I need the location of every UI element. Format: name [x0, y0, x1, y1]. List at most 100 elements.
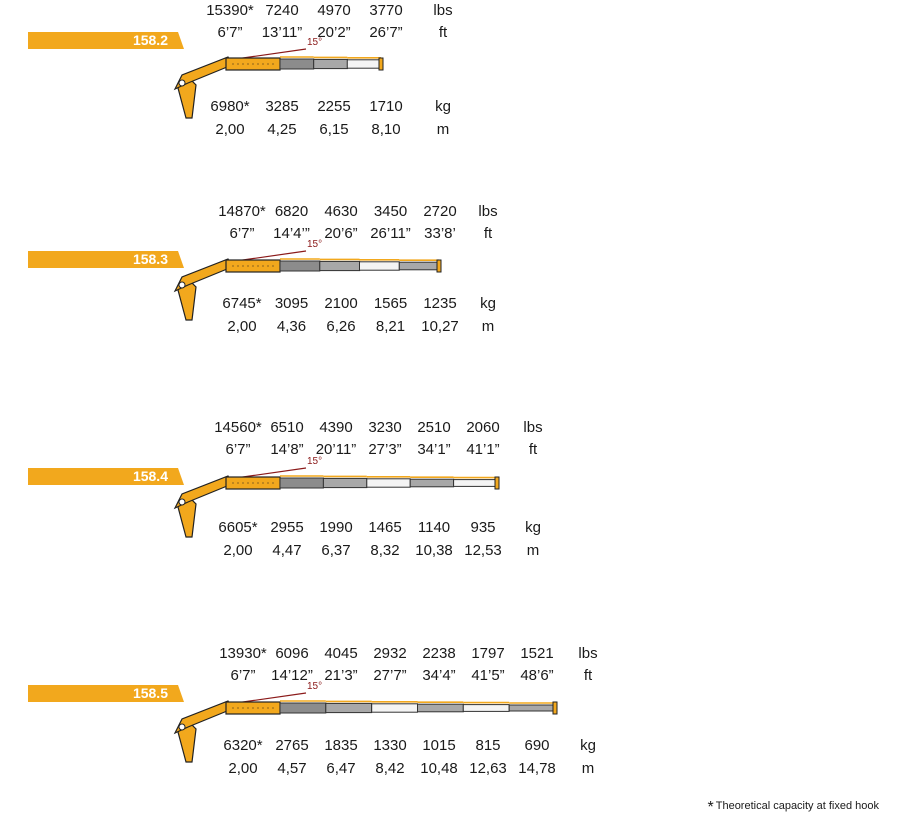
ft-value: 14’12” [271, 667, 313, 684]
ft-unit-label: ft [528, 441, 538, 458]
kg-value: 6980* [210, 98, 250, 115]
m-value: 8,10 [371, 121, 401, 138]
kg-value: 1710 [369, 98, 403, 115]
angle-line [235, 467, 307, 479]
kg-value: 1835 [324, 737, 358, 754]
lbs-unit-label: lbs [523, 419, 543, 436]
lbs-value: 7240 [265, 2, 299, 19]
m-value: 6,47 [326, 760, 356, 777]
lbs-value: 4970 [317, 2, 351, 19]
ft-value: 20’6” [324, 225, 358, 242]
m-value: 4,57 [277, 760, 307, 777]
model-tag: 158.2 [28, 32, 184, 49]
kg-value: 1990 [319, 519, 353, 536]
ft-unit-label: ft [438, 24, 448, 41]
crane-diagram [173, 48, 384, 119]
lbs-value: 6820 [274, 203, 309, 220]
kg-value: 690 [524, 737, 550, 754]
crane-boom-tip [436, 259, 442, 273]
kg-value: 6320* [223, 737, 263, 754]
footnote-symbol: * [707, 799, 714, 816]
m-value: 6,26 [326, 318, 356, 335]
ft-value: 27’7” [373, 667, 407, 684]
crane-extension [508, 704, 556, 712]
kg-value: 1565 [373, 295, 408, 312]
kg-value: 3285 [265, 98, 299, 115]
crane-pivot [178, 79, 186, 87]
kg-value: 1235 [423, 295, 457, 312]
lbs-value: 3770 [369, 2, 403, 19]
m-value: 2,00 [228, 760, 258, 777]
m-value: 4,25 [267, 121, 297, 138]
ft-value: 33’8’ [424, 225, 456, 242]
crane-diagram [173, 250, 442, 321]
lbs-value: 13930* [219, 645, 267, 662]
lbs-value: 14870* [218, 203, 266, 220]
crane-extension [417, 703, 464, 713]
ft-value: 34’1” [417, 441, 451, 458]
crane-extension [371, 703, 419, 713]
kg-value: 3095 [274, 295, 309, 312]
lbs-value: 14560* [214, 419, 262, 436]
ft-value: 20’2” [317, 24, 351, 41]
kg-unit-label: kg [580, 737, 596, 754]
ft-value: 14’8” [270, 441, 304, 458]
m-unit-label: m [436, 121, 450, 138]
kg-value: 1465 [368, 519, 402, 536]
angle-line [235, 692, 307, 704]
crane-extension [359, 261, 400, 271]
crane-extension [279, 477, 324, 489]
crane-boom-tip [552, 701, 558, 715]
kg-unit-label: kg [435, 98, 451, 115]
angle-label: 15° [307, 456, 323, 467]
kg-unit-label: kg [525, 519, 541, 536]
crane-extension [453, 479, 498, 487]
lbs-value: 2238 [422, 645, 456, 662]
ft-unit-label: ft [583, 667, 593, 684]
m-value: 8,42 [375, 760, 405, 777]
crane-extension [346, 59, 382, 69]
angle-line [235, 48, 307, 60]
crane-extension [279, 260, 321, 272]
crane-boom-tip [494, 476, 500, 490]
ft-value: 13’11” [261, 24, 303, 41]
kg-unit-label: kg [480, 295, 496, 312]
crane-extension [313, 58, 348, 70]
model-tag: 158.3 [28, 251, 184, 268]
crane-extension [279, 702, 327, 714]
model-tag: 158.5 [28, 685, 184, 702]
lbs-value: 2932 [373, 645, 407, 662]
lbs-unit-label: lbs [478, 203, 498, 220]
lbs-unit-label: lbs [433, 2, 453, 19]
lbs-unit-label: lbs [578, 645, 598, 662]
m-value: 10,38 [415, 542, 453, 559]
footnote: *Theoretical capacity at fixed hook [708, 799, 880, 817]
lbs-value: 15390* [206, 2, 254, 19]
kg-value: 6605* [218, 519, 258, 536]
kg-value: 935 [470, 519, 496, 536]
lbs-value: 6096 [275, 645, 309, 662]
m-unit-label: m [581, 760, 595, 777]
ft-row: 6’7”13’11”20’2”26’7”ft [0, 23, 905, 43]
crane-extension [325, 702, 373, 714]
ft-value: 27’3” [368, 441, 402, 458]
ft-row: 6’7”14’8”20’11”27’3”34’1”41’1”ft [0, 440, 905, 460]
kg-value: 1140 [417, 519, 451, 536]
m-unit-label: m [526, 542, 540, 559]
m-value: 12,63 [469, 760, 507, 777]
crane-pivot [178, 281, 186, 289]
crane-pivot [178, 723, 186, 731]
kg-value: 1330 [373, 737, 407, 754]
ft-value: 21’3” [324, 667, 358, 684]
m-value: 4,47 [272, 542, 302, 559]
